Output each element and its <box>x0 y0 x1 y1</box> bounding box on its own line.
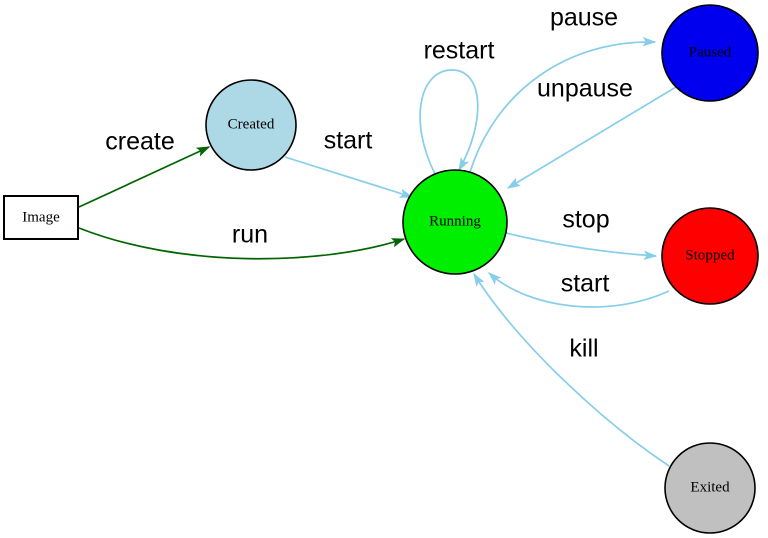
edge-unpause: unpause <box>506 75 677 189</box>
node-created[interactable]: Created <box>205 79 297 171</box>
edge-pause-label: pause <box>550 4 618 32</box>
edge-unpause-path <box>506 86 677 189</box>
edge-start-created-label: start <box>324 127 373 155</box>
edge-start-stopped-label: start <box>561 270 610 298</box>
node-stopped[interactable]: Stopped <box>661 207 759 305</box>
node-created-label: Created <box>228 116 275 132</box>
node-paused[interactable]: Paused <box>661 4 759 102</box>
edge-run: run <box>78 221 406 260</box>
edge-restart: restart <box>419 37 495 175</box>
edge-unpause-label: unpause <box>537 75 633 103</box>
node-running-label: Running <box>429 213 481 229</box>
node-running-shape[interactable] <box>402 169 508 275</box>
node-paused-label: Paused <box>689 44 732 60</box>
node-image-shape[interactable] <box>3 195 79 240</box>
edge-pause-path <box>469 36 657 173</box>
node-created-shape[interactable] <box>205 79 297 171</box>
edge-pause: pause <box>469 4 657 173</box>
node-paused-shape[interactable] <box>661 4 759 102</box>
edge-kill-label: kill <box>569 335 598 363</box>
edge-restart-path <box>419 69 479 175</box>
node-stopped-shape[interactable] <box>661 207 759 305</box>
node-stopped-label: Stopped <box>685 247 735 263</box>
node-exited-label: Exited <box>690 479 730 495</box>
edge-kill: kill <box>473 272 670 467</box>
edge-run-path <box>78 227 406 260</box>
edge-restart-label: restart <box>424 37 495 65</box>
edge-run-label: run <box>232 221 268 249</box>
node-exited-shape[interactable] <box>664 442 756 534</box>
node-exited[interactable]: Exited <box>664 442 756 534</box>
node-image[interactable]: Image <box>3 195 79 240</box>
edge-stop: stop <box>505 206 658 260</box>
edge-start-created-path <box>284 156 414 198</box>
node-running[interactable]: Running <box>402 169 508 275</box>
edge-kill-path <box>473 272 670 467</box>
edge-stop-path <box>505 232 658 260</box>
edge-start-stopped: start <box>487 270 670 308</box>
edge-create: create <box>78 128 211 208</box>
node-image-label: Image <box>22 209 60 225</box>
edge-start-stopped-path <box>487 272 670 308</box>
edge-start-created: start <box>284 127 414 198</box>
edge-stop-label: stop <box>562 206 609 234</box>
edge-create-label: create <box>105 128 174 156</box>
edge-create-path <box>78 146 211 208</box>
